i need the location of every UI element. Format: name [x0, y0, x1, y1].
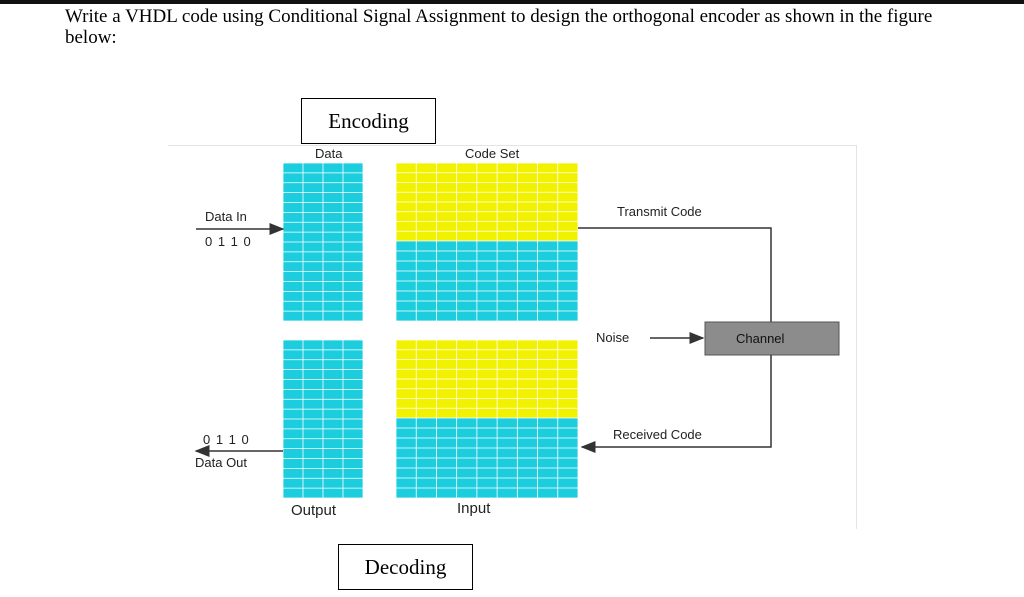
- channel-box: [704, 321, 840, 356]
- top-data-grid: [282, 162, 364, 322]
- noise-label: Noise: [596, 330, 629, 345]
- encoding-label-box: Encoding: [301, 98, 436, 144]
- channel-label: Channel: [736, 331, 785, 346]
- data-in-value: 0 1 1 0: [205, 234, 252, 249]
- received-line: [580, 355, 772, 453]
- code-set-header: Code Set: [465, 146, 520, 161]
- transmit-code-label: Transmit Code: [617, 204, 702, 219]
- top-codeset-grid-upper: [395, 162, 579, 242]
- data-header: Data: [315, 146, 343, 161]
- transmit-line: [578, 227, 772, 322]
- decoding-label-box: Decoding: [338, 544, 473, 590]
- code-grids: [282, 162, 579, 499]
- output-label: Output: [291, 502, 337, 519]
- bottom-codeset-grid-upper: [395, 339, 579, 419]
- top-border: [0, 0, 1024, 4]
- bottom-codeset-grid-lower: [395, 417, 579, 499]
- top-codeset-grid-lower: [395, 240, 579, 322]
- input-label: Input: [457, 500, 491, 517]
- bottom-data-grid: [282, 339, 364, 499]
- data-in-label: Data In: [205, 209, 247, 224]
- question-text: Write a VHDL code using Conditional Sign…: [65, 6, 933, 48]
- received-code-label: Received Code: [613, 427, 702, 442]
- data-out-label: Data Out: [195, 455, 247, 470]
- data-out-value: 0 1 1 0: [203, 432, 250, 447]
